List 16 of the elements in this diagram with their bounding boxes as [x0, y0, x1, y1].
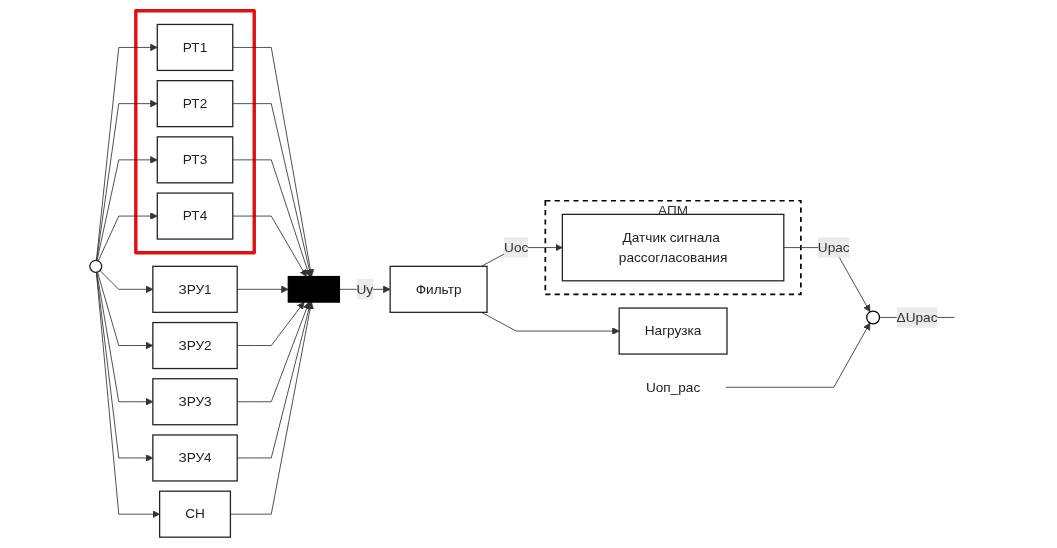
process-box: ЗРУ2 — [152, 321, 239, 370]
process-box: ЗРУ4 — [152, 434, 239, 482]
process-box: ЗРУ3 — [152, 378, 239, 426]
signal-label: Uоп_рас — [646, 379, 701, 395]
process-box: РТ1 — [157, 23, 234, 72]
process-box: СН — [159, 490, 232, 538]
process-box: Нагрузка — [618, 307, 728, 355]
process-box: Фильтр — [389, 265, 489, 313]
process-box: РТ2 — [157, 80, 234, 128]
process-box: РТ4 — [157, 192, 234, 240]
bus-bar — [288, 275, 341, 303]
process-box: ЗРУ1 — [152, 265, 239, 313]
process-box: Датчик сигнала рассогласования — [562, 213, 785, 282]
process-box: РТ3 — [157, 136, 234, 184]
summing-junction — [866, 310, 881, 325]
highlight-frame — [134, 9, 257, 255]
